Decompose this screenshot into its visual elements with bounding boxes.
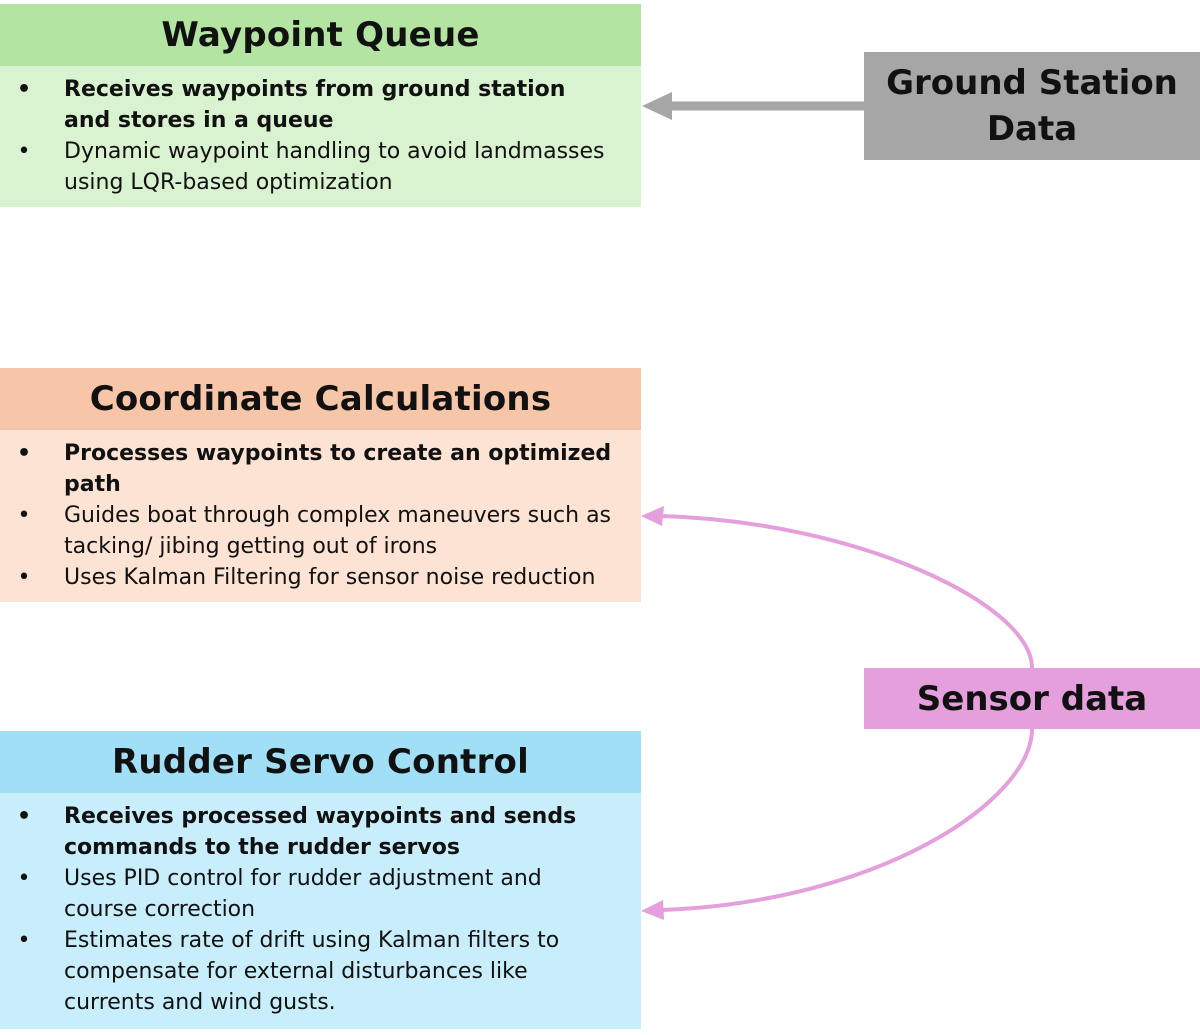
bullet: • bbox=[17, 503, 31, 528]
ground-station-data-box: Ground Station Data bbox=[864, 52, 1200, 160]
ground-station-label-line1: Ground Station bbox=[886, 63, 1178, 103]
waypoint-queue-title: Waypoint Queue bbox=[0, 4, 641, 66]
coordinate-calculations-panel: Coordinate Calculations • Processes wayp… bbox=[0, 368, 641, 602]
list-item: • Receives processed waypoints and sends… bbox=[14, 801, 619, 863]
rudder-servo-control-title: Rudder Servo Control bbox=[0, 731, 641, 793]
rudder-servo-control-body: • Receives processed waypoints and sends… bbox=[0, 793, 641, 1029]
bullet: • bbox=[16, 441, 32, 466]
sensor-data-label: Sensor data bbox=[916, 678, 1148, 719]
rudder-servo-control-list: • Receives processed waypoints and sends… bbox=[14, 801, 619, 1018]
list-item-text: Uses PID control for rudder adjustment a… bbox=[64, 866, 542, 922]
list-item: • Dynamic waypoint handling to avoid lan… bbox=[14, 136, 619, 198]
ground-station-arrow bbox=[642, 92, 864, 120]
bullet: • bbox=[17, 139, 31, 164]
list-item: • Uses PID control for rudder adjustment… bbox=[14, 863, 619, 925]
list-item: • Estimates rate of drift using Kalman f… bbox=[14, 925, 619, 1018]
coordinate-calculations-title: Coordinate Calculations bbox=[0, 368, 641, 430]
list-item-text: Estimates rate of drift using Kalman fil… bbox=[64, 928, 560, 1015]
list-item: • Guides boat through complex maneuvers … bbox=[14, 500, 619, 562]
sensor-to-coordinate-arrow bbox=[641, 506, 1034, 669]
bullet: • bbox=[17, 866, 31, 891]
coordinate-calculations-body: • Processes waypoints to create an optim… bbox=[0, 430, 641, 602]
waypoint-queue-body: • Receives waypoints from ground station… bbox=[0, 66, 641, 207]
bullet: • bbox=[16, 77, 32, 102]
list-item-text: Uses Kalman Filtering for sensor noise r… bbox=[64, 565, 596, 590]
bullet: • bbox=[17, 565, 31, 590]
waypoint-queue-list: • Receives waypoints from ground station… bbox=[14, 74, 619, 198]
bullet: • bbox=[17, 928, 31, 953]
list-item-text: Processes waypoints to create an optimiz… bbox=[64, 441, 612, 497]
ground-station-label: Ground Station Data bbox=[886, 60, 1178, 152]
list-item-text: Receives processed waypoints and sends c… bbox=[64, 804, 577, 860]
ground-station-label-line2: Data bbox=[986, 109, 1078, 149]
list-item: • Processes waypoints to create an optim… bbox=[14, 438, 619, 500]
list-item-text: Guides boat through complex maneuvers su… bbox=[64, 503, 612, 559]
list-item: • Receives waypoints from ground station… bbox=[14, 74, 619, 136]
sensor-to-rudder-arrow bbox=[641, 728, 1034, 920]
bullet: • bbox=[16, 804, 32, 829]
list-item: • Uses Kalman Filtering for sensor noise… bbox=[14, 562, 619, 593]
sensor-data-box: Sensor data bbox=[864, 668, 1200, 729]
coordinate-calculations-list: • Processes waypoints to create an optim… bbox=[14, 438, 619, 593]
waypoint-queue-panel: Waypoint Queue • Receives waypoints from… bbox=[0, 4, 641, 207]
list-item-text: Dynamic waypoint handling to avoid landm… bbox=[64, 139, 605, 195]
list-item-text: Receives waypoints from ground station a… bbox=[64, 77, 566, 133]
rudder-servo-control-panel: Rudder Servo Control • Receives processe… bbox=[0, 731, 641, 1029]
